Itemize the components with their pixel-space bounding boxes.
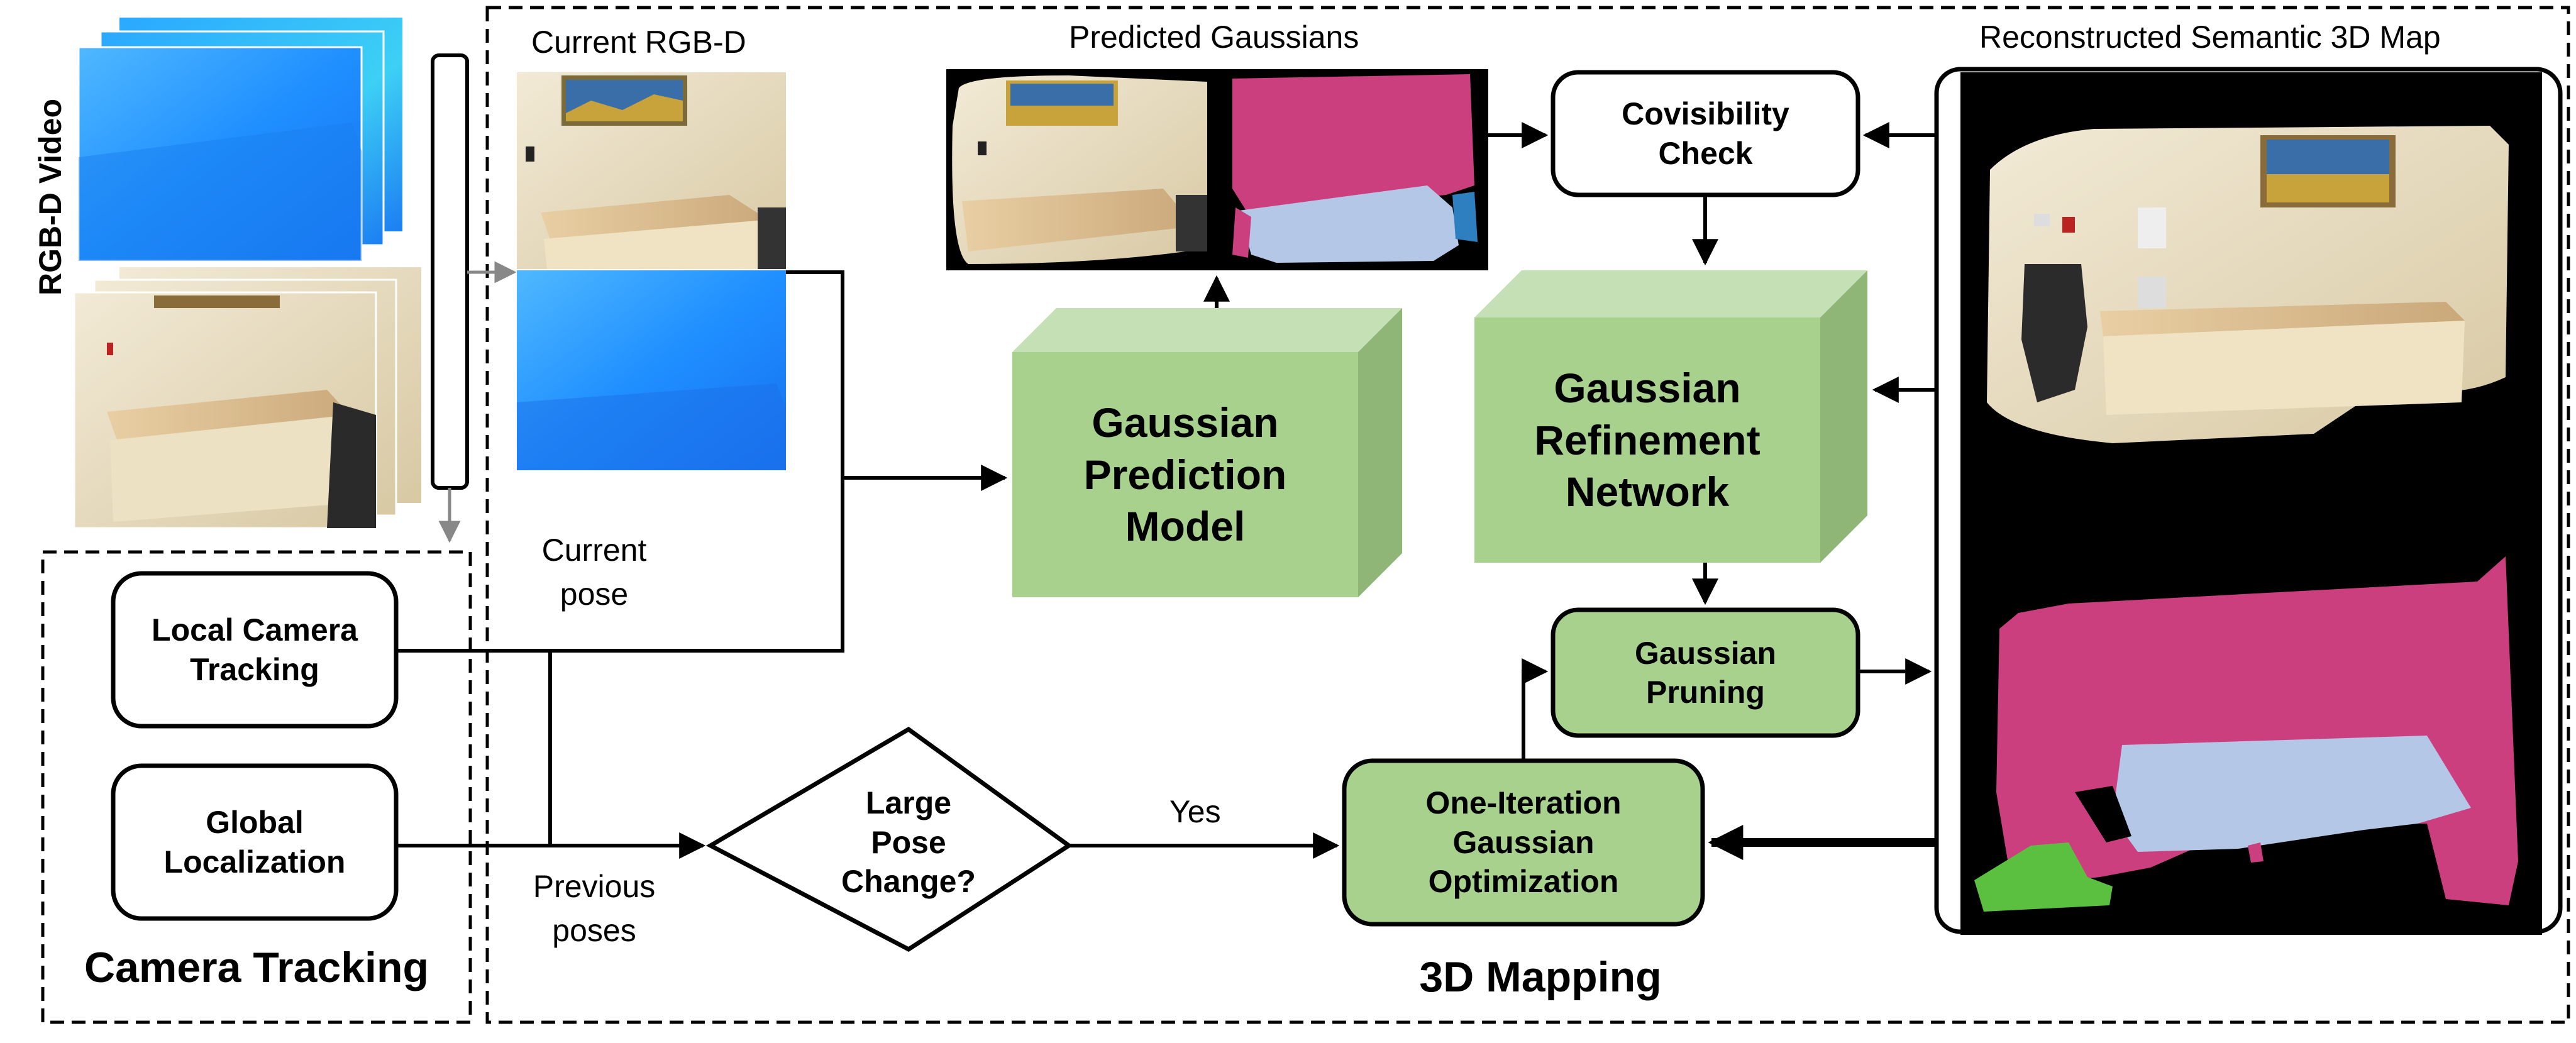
connector-rgbd-to-prediction xyxy=(786,270,1008,491)
mapping-section xyxy=(485,6,2570,1024)
predicted-gaussians-semantic xyxy=(1210,69,1488,270)
reconstructed-map-rgb xyxy=(1987,126,2509,443)
rgbd-video-color-stack xyxy=(73,267,421,529)
current-pose-label: Current pose xyxy=(541,533,647,612)
covisibility-text: Covisibility Check xyxy=(1622,96,1789,171)
rgbd-video-label: RGB-D Video xyxy=(33,99,68,295)
optimization-text: One-Iteration Gaussian Optimization xyxy=(1425,785,1622,900)
decision-text: Large Pose Change? xyxy=(841,785,976,900)
camera-tracking-title: Camera Tracking xyxy=(84,944,429,991)
yes-label: Yes xyxy=(1169,794,1221,829)
prediction-model-cube xyxy=(1012,308,1402,597)
camera-tracking-section xyxy=(41,550,472,1024)
predicted-gaussians-rgb xyxy=(946,69,1210,270)
video-frame-bar xyxy=(431,53,469,490)
connector-local-tracking-out xyxy=(396,478,844,653)
global-localization-text: Global Localization xyxy=(163,805,346,880)
current-rgb-image xyxy=(517,72,786,269)
current-rgbd-label: Current RGB-D xyxy=(531,25,746,60)
global-localization-box xyxy=(111,763,399,921)
predicted-gaussians-label: Predicted Gaussians xyxy=(1069,19,1359,55)
previous-poses-label: Previous poses xyxy=(533,869,656,948)
local-tracking-text: Local Camera Tracking xyxy=(152,612,358,687)
refinement-network-cube xyxy=(1474,270,1867,563)
prediction-model-text: Gaussian Prediction Model xyxy=(1083,399,1287,550)
current-depth-image xyxy=(517,270,786,470)
reconstructed-map-label: Reconstructed Semantic 3D Map xyxy=(1979,19,2441,55)
connector-opt-to-prune xyxy=(1522,658,1549,761)
reconstructed-map-semantic xyxy=(1974,556,2518,912)
refinement-network-text: Gaussian Refinement Network xyxy=(1534,365,1761,516)
rgbd-video-depth-stack xyxy=(77,18,402,262)
mapping-title: 3D Mapping xyxy=(1419,953,1662,1001)
pruning-text: Gaussian Pruning xyxy=(1634,635,1777,710)
